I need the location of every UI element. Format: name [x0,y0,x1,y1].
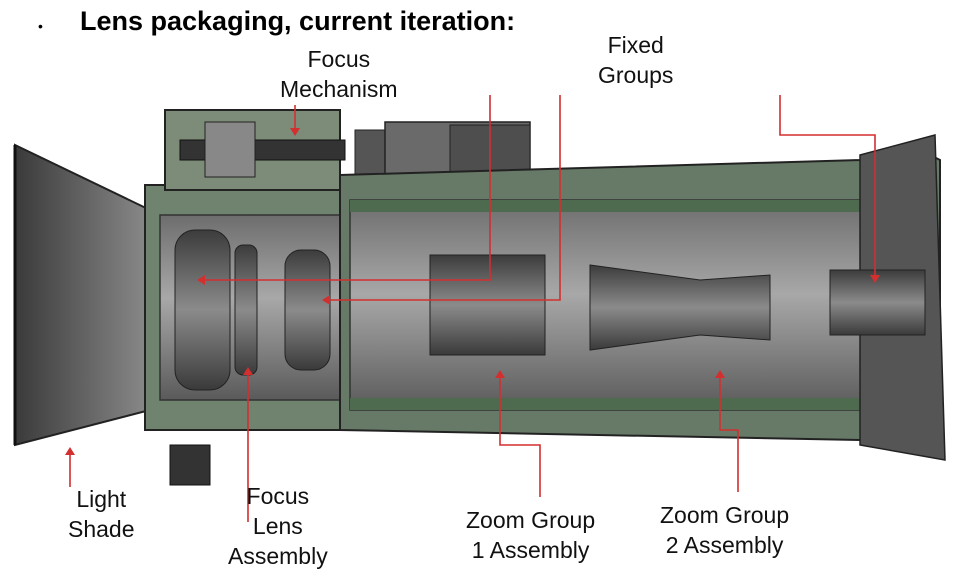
focus-mechanism-part [169,121,531,486]
label-zoom-group-2: Zoom Group 2 Assembly [660,502,790,558]
callout-lines [69,95,876,522]
label-focus-lens-assembly: Focus Lens Assembly [228,483,328,569]
callout-arrowheads [65,128,880,455]
label-zoom-group-1: Zoom Group 1 Assembly [466,507,596,563]
title-bullet: • [38,18,43,34]
slide-title: Lens packaging, current iteration: [80,6,516,36]
label-fixed-groups: Fixed Groups [598,32,674,88]
label-focus-mechanism: Focus Mechanism [280,46,398,102]
light-shade-part [13,143,151,447]
lens-elements [174,229,926,391]
label-light-shade: Light Shade [68,486,135,542]
